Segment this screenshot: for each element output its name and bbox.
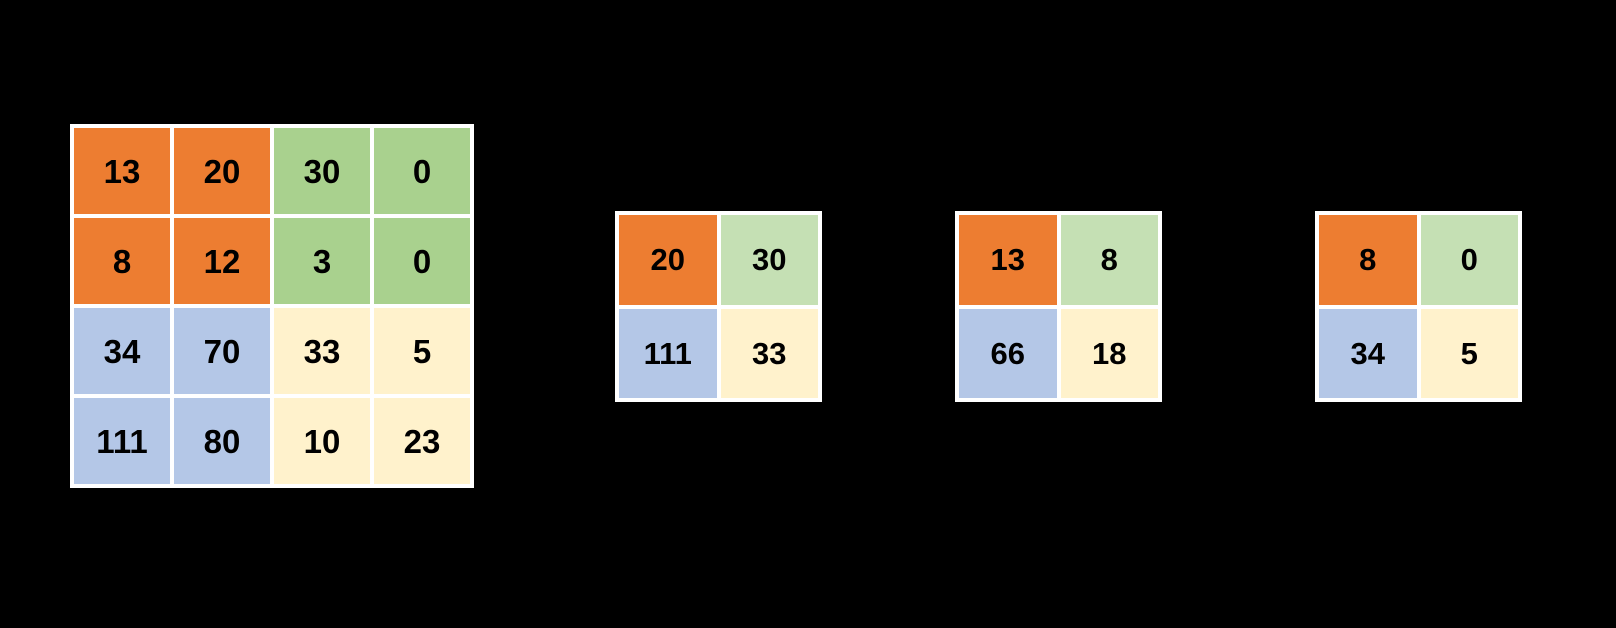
input-matrix: 13 20 30 0 8 12 3 0 34 70 33 5 111 80 10… xyxy=(70,124,474,488)
average-pooled-matrix: 13 8 66 18 xyxy=(955,211,1162,402)
matrix-cell: 10 xyxy=(274,398,370,484)
matrix-cell: 20 xyxy=(174,128,270,214)
matrix-cell: 111 xyxy=(619,308,717,398)
matrix-cell: 3 xyxy=(274,218,370,304)
matrix-cell: 8 xyxy=(74,218,170,304)
matrix-cell: 30 xyxy=(720,215,818,305)
matrix-cell: 12 xyxy=(174,218,270,304)
matrix-cell: 0 xyxy=(1420,215,1518,305)
matrix-cell: 5 xyxy=(1420,308,1518,398)
matrix-cell: 13 xyxy=(74,128,170,214)
matrix-cell: 33 xyxy=(720,308,818,398)
matrix-cell: 70 xyxy=(174,308,270,394)
matrix-cell: 0 xyxy=(374,128,470,214)
matrix-cell: 8 xyxy=(1060,215,1158,305)
min-pooled-matrix: 8 0 34 5 xyxy=(1315,211,1522,402)
matrix-cell: 30 xyxy=(274,128,370,214)
matrix-cell: 66 xyxy=(959,308,1057,398)
matrix-cell: 18 xyxy=(1060,308,1158,398)
matrix-cell: 23 xyxy=(374,398,470,484)
matrix-cell: 34 xyxy=(1319,308,1417,398)
matrix-cell: 111 xyxy=(74,398,170,484)
matrix-cell: 34 xyxy=(74,308,170,394)
matrix-cell: 5 xyxy=(374,308,470,394)
matrix-cell: 20 xyxy=(619,215,717,305)
matrix-cell: 80 xyxy=(174,398,270,484)
max-pooled-matrix: 20 30 111 33 xyxy=(615,211,822,402)
matrix-cell: 0 xyxy=(374,218,470,304)
matrix-cell: 8 xyxy=(1319,215,1417,305)
matrix-cell: 13 xyxy=(959,215,1057,305)
matrix-cell: 33 xyxy=(274,308,370,394)
